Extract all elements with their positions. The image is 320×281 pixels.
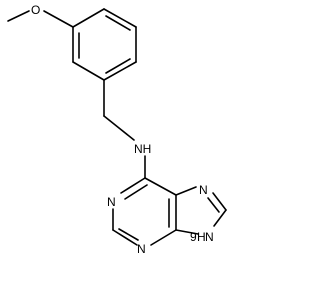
n9-h-label: H — [197, 230, 206, 244]
bond-ch2-nh — [103, 115, 135, 141]
bond-benzene-inner-2 — [105, 15, 131, 31]
bond-o-c3 — [43, 10, 74, 28]
bond-benzene-c4-c5 — [103, 8, 137, 28]
molecule-drawing: O NH N N N H N 9 — [7, 3, 227, 256]
bond-c6-n1 — [120, 177, 146, 194]
bond-methyl-o — [7, 10, 30, 22]
n9-locant-label: 9 — [190, 230, 197, 244]
bond-n7-c8 — [212, 192, 227, 211]
bond-benzene-inner-3 — [105, 58, 131, 74]
n1-label: N — [107, 195, 116, 209]
bond-n7-c8-double — [207, 197, 220, 213]
n7-label: N — [199, 183, 208, 197]
bond-c5-c6 — [144, 177, 177, 196]
bond-c2-n3-double — [118, 228, 139, 241]
structure-canvas: O NH N N N H N 9 — [7, 3, 227, 256]
bond-c5-n7 — [175, 186, 197, 196]
n3-label: N — [137, 242, 146, 256]
bond-benzene-c1-c2 — [72, 61, 105, 81]
bond-benzene-c3-c4 — [72, 8, 105, 28]
methoxy-oxygen-label: O — [31, 3, 40, 17]
bond-c8-n9 — [213, 209, 227, 227]
amine-nh-label: NH — [134, 142, 151, 156]
bond-benzene-c6-c1 — [103, 61, 137, 81]
bond-c2-n3 — [112, 229, 138, 246]
bond-n9-c4 — [175, 229, 199, 235]
n9-label: N — [205, 230, 214, 244]
bond-c6-n1-double — [124, 184, 148, 200]
bond-n3-c4 — [150, 229, 177, 246]
